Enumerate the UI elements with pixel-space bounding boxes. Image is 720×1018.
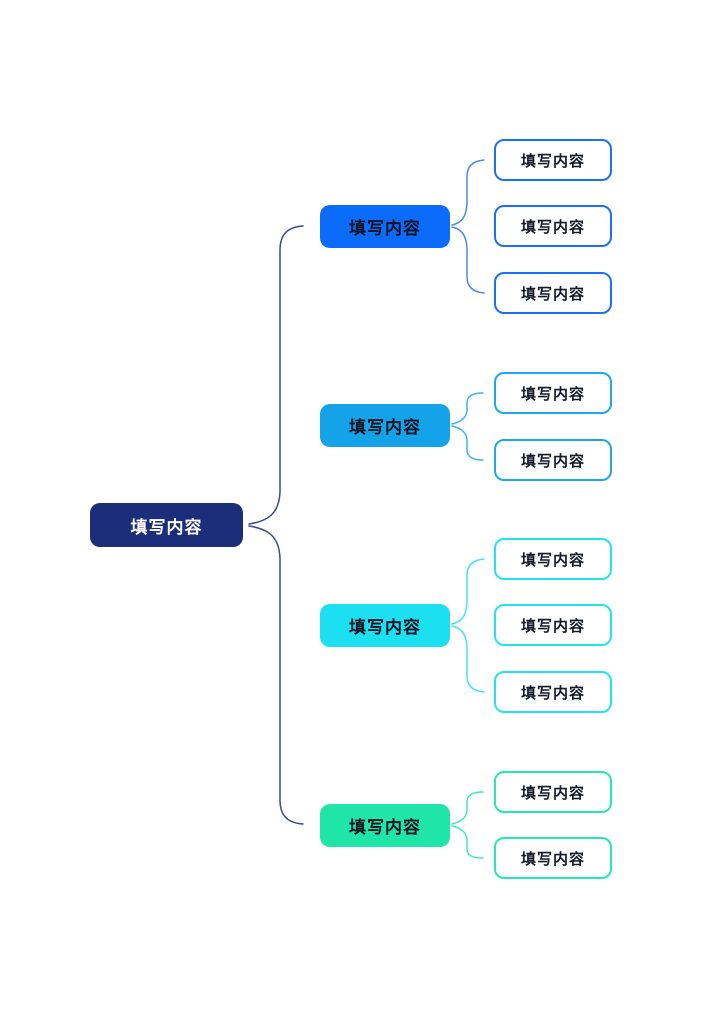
branch1-brace-upper: [451, 159, 485, 226]
child-node-label: 填写内容: [520, 452, 585, 470]
branch4-brace-upper: [451, 791, 484, 825]
root-brace-upper: [248, 225, 304, 525]
child-node-label: 填写内容: [520, 551, 585, 569]
branch-node-2[interactable]: 填写内容: [320, 404, 450, 447]
branch3-brace-upper: [451, 558, 485, 625]
branch2-brace-lower: [451, 425, 484, 461]
child-node-3-1[interactable]: 填写内容: [494, 538, 612, 580]
root-node[interactable]: 填写内容: [90, 503, 243, 547]
child-node-1-3[interactable]: 填写内容: [494, 272, 612, 314]
child-node-label: 填写内容: [520, 684, 585, 702]
child-node-label: 填写内容: [520, 218, 585, 236]
branch3-brace-lower: [451, 625, 485, 693]
root-node-label: 填写内容: [130, 517, 203, 537]
child-node-label: 填写内容: [520, 617, 585, 635]
branch4-brace-lower: [451, 825, 484, 859]
child-node-3-2[interactable]: 填写内容: [494, 604, 612, 646]
branch-node-label: 填写内容: [349, 418, 421, 437]
branch1-brace-lower: [451, 226, 485, 294]
child-node-2-2[interactable]: 填写内容: [494, 439, 612, 481]
branch2-brace-upper: [451, 392, 484, 425]
child-node-label: 填写内容: [520, 784, 585, 802]
child-node-label: 填写内容: [520, 285, 585, 303]
branch-node-label: 填写内容: [349, 818, 421, 837]
child-node-1-2[interactable]: 填写内容: [494, 205, 612, 247]
child-node-4-2[interactable]: 填写内容: [494, 837, 612, 879]
branch-node-4[interactable]: 填写内容: [320, 804, 450, 847]
branch-node-label: 填写内容: [349, 618, 421, 637]
child-node-2-1[interactable]: 填写内容: [494, 372, 612, 414]
child-node-label: 填写内容: [520, 385, 585, 403]
child-node-4-1[interactable]: 填写内容: [494, 771, 612, 813]
branch-node-label: 填写内容: [349, 219, 421, 238]
child-node-3-3[interactable]: 填写内容: [494, 671, 612, 713]
child-node-label: 填写内容: [520, 850, 585, 868]
branch-node-3[interactable]: 填写内容: [320, 604, 450, 647]
root-brace-lower: [248, 525, 304, 825]
child-node-1-1[interactable]: 填写内容: [494, 139, 612, 181]
branch-node-1[interactable]: 填写内容: [320, 205, 450, 248]
child-node-label: 填写内容: [520, 152, 585, 170]
